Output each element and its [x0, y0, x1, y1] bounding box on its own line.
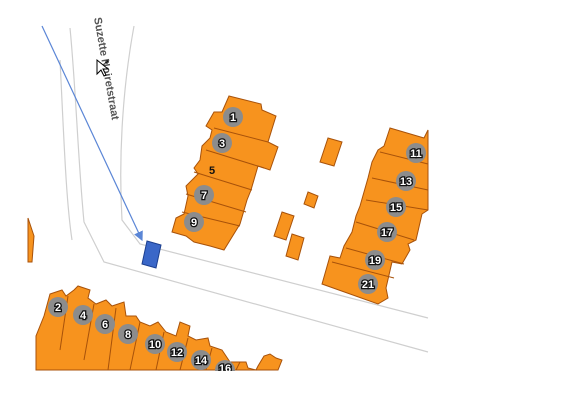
move-cursor-icon — [96, 58, 110, 77]
selected-parcel[interactable] — [141, 240, 162, 269]
house-number-14: 14 — [191, 350, 211, 370]
road-edge-west-inner — [59, 59, 73, 241]
house-number-4: 4 — [73, 305, 93, 325]
house-number-labels: 1 3 5 7 9 11 13 15 17 19 21 2 4 6 8 10 1… — [48, 107, 426, 380]
map-bottom-mask — [0, 371, 575, 409]
svg-text:12: 12 — [171, 347, 183, 359]
svg-text:19: 19 — [369, 255, 381, 267]
house-number-13: 13 — [396, 171, 416, 191]
svg-text:2: 2 — [55, 302, 61, 314]
road-edge-west — [69, 27, 429, 353]
house-number-1: 1 — [223, 107, 243, 127]
svg-text:3: 3 — [219, 138, 225, 150]
svg-text:13: 13 — [400, 176, 412, 188]
house-number-9: 9 — [184, 212, 204, 232]
house-number-12: 12 — [167, 342, 187, 362]
pointer-line — [41, 25, 143, 242]
house-number-6: 6 — [95, 314, 115, 334]
svg-text:10: 10 — [149, 339, 161, 351]
house-number-2: 2 — [48, 297, 68, 317]
svg-text:15: 15 — [390, 202, 402, 214]
building-edge-left[interactable] — [27, 217, 35, 263]
svg-text:5: 5 — [209, 165, 215, 177]
svg-text:4: 4 — [80, 310, 87, 322]
house-number-11: 11 — [406, 143, 426, 163]
house-number-15: 15 — [386, 197, 406, 217]
svg-text:21: 21 — [362, 279, 374, 291]
house-number-19: 19 — [365, 250, 385, 270]
svg-text:11: 11 — [410, 148, 422, 160]
svg-text:9: 9 — [191, 217, 197, 229]
road-edge-east — [120, 25, 429, 319]
road-edges — [59, 25, 429, 353]
house-number-8: 8 — [118, 324, 138, 344]
house-number-7: 7 — [194, 185, 214, 205]
house-number-5: 5 — [209, 165, 215, 177]
svg-text:7: 7 — [201, 190, 207, 202]
house-number-21: 21 — [358, 274, 378, 294]
building-block-south[interactable] — [35, 285, 283, 371]
svg-text:17: 17 — [381, 227, 393, 239]
svg-text:8: 8 — [125, 329, 131, 341]
house-number-10: 10 — [145, 334, 165, 354]
house-number-17: 17 — [377, 222, 397, 242]
svg-text:1: 1 — [230, 112, 236, 124]
svg-text:14: 14 — [195, 355, 208, 367]
house-number-3: 3 — [212, 133, 232, 153]
svg-text:6: 6 — [102, 319, 108, 331]
building-block-middle[interactable] — [273, 137, 343, 261]
